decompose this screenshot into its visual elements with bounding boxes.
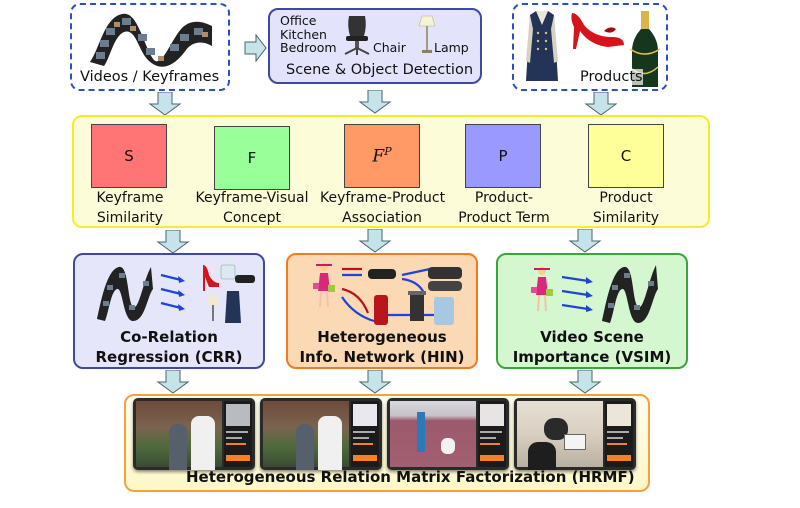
- video-thumbnail-running-track[interactable]: [387, 398, 509, 470]
- buy-button[interactable]: [353, 455, 377, 461]
- blue-arrows-icon: [160, 273, 185, 311]
- matrix-symbol: F: [247, 149, 257, 167]
- down-arrow-icon: [148, 92, 182, 116]
- matrix-label: Keyframe-Product Association: [320, 190, 446, 226]
- film-strip-icon: [97, 266, 153, 321]
- down-arrow-icon: [568, 229, 602, 253]
- scene-office: Office: [280, 13, 317, 28]
- buy-button[interactable]: [607, 455, 631, 461]
- down-arrow-icon: [568, 370, 602, 394]
- hin-method-title: Heterogeneous Info. Network (HIN): [299, 328, 465, 366]
- down-arrow-icon: [358, 90, 392, 114]
- down-arrow-icon: [358, 229, 392, 253]
- matrix-symbol: FP: [372, 145, 392, 167]
- vsim-method-box: Video Scene Importance (VSIM): [496, 253, 688, 369]
- products-collage-icon: [203, 264, 255, 323]
- shopper-icon: [531, 267, 553, 312]
- blue-arrows-icon: [561, 275, 593, 312]
- matrix-product-similarity: C: [588, 124, 664, 188]
- high-heel-shoe-icon: [571, 13, 624, 49]
- right-arrow-icon: [244, 34, 267, 62]
- coat-icon: [526, 11, 558, 81]
- matrix-label: Keyframe-Visual Concept: [195, 190, 309, 226]
- products-box: Products: [512, 3, 668, 91]
- scene-object-detection-label: Scene & Object Detection: [286, 62, 474, 78]
- down-arrow-icon: [584, 92, 618, 116]
- product-sidebar: [605, 401, 633, 467]
- matrix-symbol: P: [498, 147, 508, 165]
- matrix-label: Product Similarity: [592, 190, 660, 226]
- videos-keyframes-box: Videos / Keyframes: [70, 3, 230, 91]
- matrix-keyframe-product-association: FP: [344, 124, 420, 188]
- scene-kitchen: Kitchen: [280, 26, 327, 42]
- person-figure: [318, 416, 342, 470]
- matrix-symbol: C: [620, 147, 632, 165]
- matrix-product-product-term: P: [465, 124, 541, 188]
- videos-keyframes-label: Videos / Keyframes: [80, 69, 220, 85]
- matrix-keyframe-visual-concept: F: [214, 126, 290, 190]
- person-figure: [528, 442, 556, 470]
- vsim-method-title: Video Scene Importance (VSIM): [512, 328, 672, 366]
- hin-method-box: Heterogeneous Info. Network (HIN): [286, 253, 478, 369]
- film-strip-icon: [602, 265, 658, 323]
- person-figure: [441, 438, 455, 454]
- matrix-label: Keyframe Similarity: [96, 190, 164, 226]
- products-label: Products: [580, 69, 643, 85]
- down-arrow-icon: [358, 370, 392, 394]
- person-figure: [191, 416, 215, 470]
- person-figure: [417, 412, 425, 452]
- product-sidebar: [224, 401, 252, 467]
- product-sidebar: [478, 401, 506, 467]
- network-arrows-icon: [341, 267, 462, 325]
- film-strip-icon: [90, 13, 212, 67]
- person-figure: [296, 424, 314, 470]
- scene-bedroom: Bedroom: [280, 40, 337, 55]
- scene-object-detection-box: Office Kitchen Bedroom Chair Lamp Scene …: [268, 8, 482, 84]
- thumbnail-scene: [390, 401, 476, 467]
- lamp-icon: [418, 15, 436, 53]
- crr-method-title: Co-Relation Regression (CRR): [95, 328, 243, 366]
- video-thumbnail-drama-1[interactable]: [133, 398, 255, 470]
- video-thumbnail-office-meeting[interactable]: [514, 398, 636, 470]
- shopper-icon: [313, 263, 335, 308]
- buy-button[interactable]: [226, 455, 250, 461]
- laptop-figure: [564, 434, 586, 450]
- matrix-symbol: S: [124, 147, 134, 165]
- matrix-label: Product- Product Term: [458, 190, 550, 226]
- chair-label: Chair: [373, 40, 406, 55]
- matrix-keyframe-similarity: S: [91, 124, 167, 188]
- crr-method-box: Co-Relation Regression (CRR): [73, 253, 265, 369]
- chair-icon: [344, 16, 370, 55]
- scene-list: Office Kitchen Bedroom: [280, 14, 337, 55]
- video-thumbnail-drama-2[interactable]: [260, 398, 382, 470]
- person-figure: [169, 424, 187, 470]
- product-sidebar: [351, 401, 379, 467]
- buy-button[interactable]: [480, 455, 504, 461]
- hrmf-title: Heterogeneous Relation Matrix Factorizat…: [186, 468, 635, 486]
- down-arrow-icon: [156, 370, 190, 394]
- lamp-label: Lamp: [434, 40, 469, 55]
- person-figure: [544, 418, 568, 440]
- down-arrow-icon: [156, 230, 190, 254]
